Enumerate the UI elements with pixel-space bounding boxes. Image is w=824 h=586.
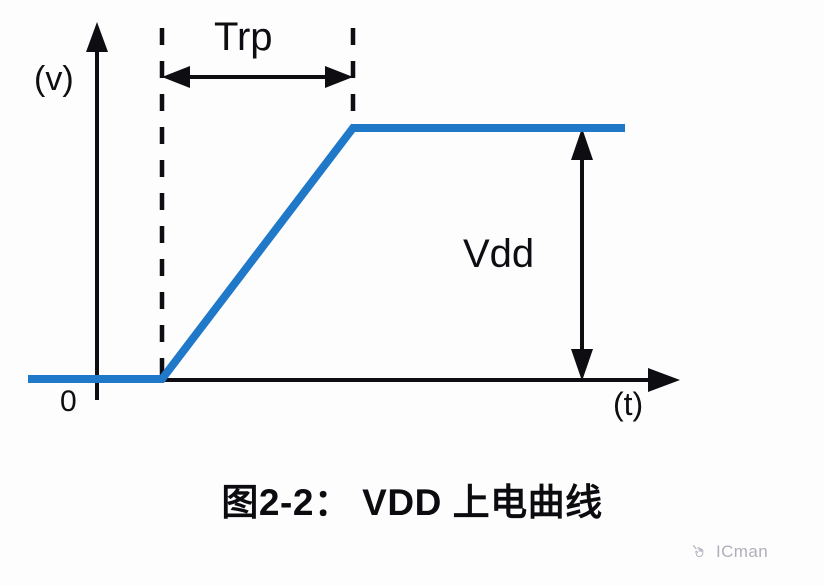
vdd-arrowhead-top bbox=[571, 128, 593, 160]
vdd-arrowhead-bottom bbox=[571, 349, 593, 381]
y-axis-label: (v) bbox=[34, 60, 74, 98]
watermark: ICman bbox=[690, 542, 768, 562]
cursor-hand-icon bbox=[692, 544, 704, 558]
y-axis bbox=[86, 22, 108, 400]
trp-dimension-arrow bbox=[162, 66, 353, 88]
vdd-dimension-arrow bbox=[571, 128, 593, 381]
vdd-label: Vdd bbox=[463, 232, 535, 276]
x-axis bbox=[97, 368, 680, 392]
x-axis-label: (t) bbox=[613, 386, 644, 422]
origin-label: 0 bbox=[60, 385, 77, 418]
trp-arrowhead-left bbox=[162, 66, 190, 88]
figure-caption: 图2-2： VDD 上电曲线 bbox=[221, 482, 603, 523]
trp-arrowhead-right bbox=[325, 66, 353, 88]
watermark-text: ICman bbox=[716, 542, 769, 561]
trp-label: Trp bbox=[214, 15, 273, 59]
vdd-curve bbox=[28, 124, 625, 383]
y-axis-arrowhead bbox=[86, 22, 108, 52]
x-axis-arrowhead bbox=[648, 368, 680, 392]
